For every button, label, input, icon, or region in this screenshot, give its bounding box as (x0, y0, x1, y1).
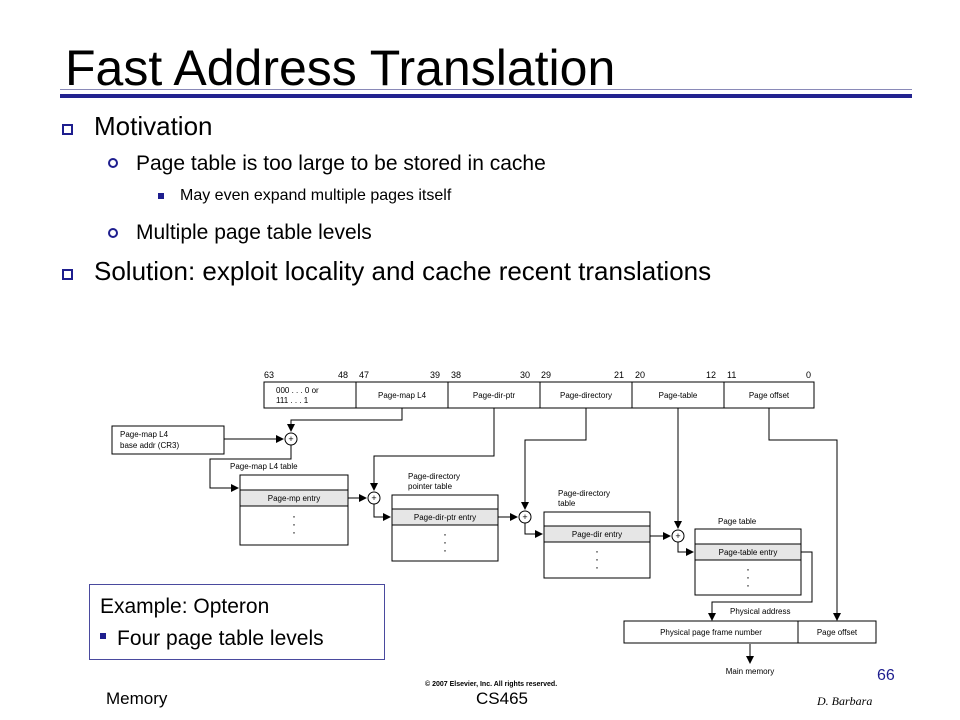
bit-label-29: 29 (541, 370, 551, 380)
svg-text:·: · (746, 562, 750, 576)
svg-text:·: · (746, 578, 750, 592)
adder-pml4-sign: + (288, 434, 293, 444)
footer-author: D. Barbara (817, 694, 873, 708)
circle-bullet-icon (108, 228, 118, 238)
pt-entry-label: Page-table entry (719, 548, 778, 557)
bit-label-47: 47 (359, 370, 369, 380)
bullet-levels: Multiple page table levels (136, 221, 372, 244)
physical-address-label: Physical address (730, 607, 790, 616)
pdp-table-title-1: Page-directory (408, 472, 460, 481)
example-item: Four page table levels (117, 627, 324, 650)
bullet-too-large: Page table is too large to be stored in … (136, 152, 546, 175)
svg-text:·: · (746, 570, 750, 584)
svg-text:·: · (292, 517, 296, 531)
title-rule-thin (60, 89, 912, 90)
va-pdp-label: Page-dir-ptr (473, 391, 516, 400)
cr3-line2: base addr (CR3) (120, 441, 179, 450)
square-bullet-icon (62, 124, 73, 135)
svg-text:·: · (443, 535, 447, 549)
copyright-notice: © 2007 Elsevier, Inc. All rights reserve… (425, 681, 558, 688)
physical-frame-label: Physical page frame number (660, 628, 762, 637)
svg-text:·: · (443, 543, 447, 557)
va-offset-label: Page offset (749, 391, 790, 400)
pml4-table (239, 474, 349, 546)
bit-label-12: 12 (706, 370, 716, 380)
va-field-sign-extension (263, 381, 357, 409)
bullet-solution: Solution: exploit locality and cache rec… (94, 256, 712, 286)
bit-label-21: 21 (614, 370, 624, 380)
pdp-entry-label: Page-dir-ptr entry (414, 513, 476, 522)
pdp-table-title-2: pointer table (408, 482, 453, 491)
bit-label-63: 63 (264, 370, 274, 380)
svg-text:·: · (292, 525, 296, 539)
circle-bullet-icon (108, 158, 118, 168)
svg-text:·: · (595, 552, 599, 566)
cr3-line1: Page-map L4 (120, 430, 169, 439)
footer-course: CS465 (476, 689, 528, 708)
bullet-expand: May even expand multiple pages itself (180, 187, 452, 204)
slide-title: Fast Address Translation (65, 40, 616, 96)
adder-pd-sign: + (522, 512, 527, 522)
small-square-bullet-icon (100, 633, 106, 639)
svg-text:·: · (292, 509, 296, 523)
va-pd-label: Page-directory (560, 391, 612, 400)
title-rule-thick (60, 94, 912, 98)
bit-label-30: 30 (520, 370, 530, 380)
va-sign-line2: 111 . . . 1 (276, 396, 309, 405)
example-callout: Example: Opteron Four page table levels (89, 584, 385, 660)
bit-label-38: 38 (451, 370, 461, 380)
pd-table-title-2: table (558, 499, 576, 508)
va-field-page-offset (723, 381, 815, 409)
small-square-bullet-icon (158, 193, 164, 199)
physical-offset-label: Page offset (817, 628, 858, 637)
va-sign-line1: 000 . . . 0 or (276, 386, 319, 395)
bit-label-39: 39 (430, 370, 440, 380)
pd-table-title-1: Page-directory (558, 489, 610, 498)
pd-entry-label: Page-dir entry (572, 530, 622, 539)
va-pml4-label: Page-map L4 (378, 391, 427, 400)
cr3-base-box (111, 425, 225, 455)
page-number: 66 (877, 667, 895, 684)
pt-table (694, 528, 802, 596)
svg-text:·: · (595, 560, 599, 574)
svg-text:·: · (595, 544, 599, 558)
pt-table-title: Page table (718, 517, 757, 526)
bit-label-20: 20 (635, 370, 645, 380)
bit-label-0: 0 (806, 370, 811, 380)
physical-offset-box (797, 620, 877, 644)
va-pt-label: Page-table (659, 391, 698, 400)
pml4-table-title: Page-map L4 table (230, 462, 298, 471)
pdp-table (391, 494, 499, 562)
adder-pdp-sign: + (371, 493, 376, 503)
square-bullet-icon (62, 269, 73, 280)
va-field-page-map-l4 (355, 381, 449, 409)
main-memory-label: Main memory (726, 667, 774, 676)
svg-text:·: · (443, 527, 447, 541)
pd-entry-row (543, 525, 651, 543)
adder-pt-sign: + (675, 531, 680, 541)
pml4-entry-label: Page-mp entry (268, 494, 320, 503)
example-title: Example: Opteron (100, 595, 270, 618)
bit-label-48: 48 (338, 370, 348, 380)
bullet-motivation: Motivation (94, 111, 213, 141)
pd-table (543, 511, 651, 579)
bit-label-11: 11 (727, 370, 736, 380)
footer-topic: Memory (106, 689, 168, 708)
